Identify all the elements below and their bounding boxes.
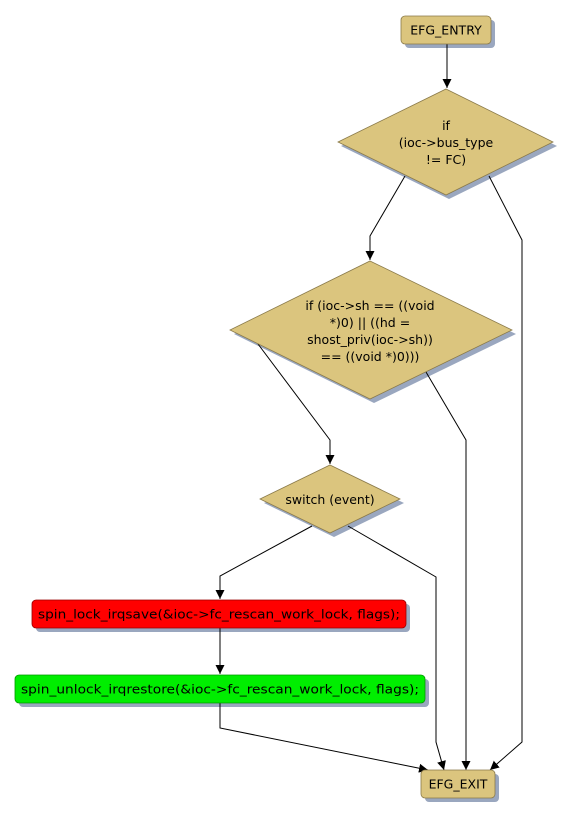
edges: [215, 44, 523, 773]
node-switch-label: switch (event): [285, 492, 374, 507]
node-cond1: if (ioc->bus_type != FC): [337, 88, 554, 196]
node-unlock-box: [14, 674, 426, 704]
node-cond1-line-1: (ioc->bus_type: [399, 135, 494, 150]
node-lock-label: spin_lock_irqsave(&ioc->fc_rescan_work_l…: [38, 607, 400, 622]
node-cond2-line-2: shost_priv(ioc->sh)): [307, 332, 433, 347]
node-exit: EFG_EXIT: [420, 769, 496, 799]
edge-cond1-to-exit: [488, 175, 523, 771]
edge-cond1-to-cond2: [365, 175, 406, 260]
edge-unlock-to-exit: [219, 702, 429, 773]
node-cond1-line-0: if: [442, 118, 450, 133]
node-unlock-label: spin_unlock_irqrestore(&ioc->fc_rescan_w…: [21, 682, 419, 697]
node-unlock: spin_unlock_irqrestore(&ioc->fc_rescan_w…: [14, 674, 426, 704]
node-cond2-line-3: == ((void *)0))): [321, 349, 420, 364]
node-switch: switch (event): [259, 464, 401, 534]
node-entry-box: [400, 15, 492, 45]
node-exit-box: [420, 769, 496, 799]
edge-cond2-to-exit: [425, 371, 471, 770]
node-cond2: if (ioc->sh == ((void *)0) || ((hd = sho…: [229, 260, 513, 400]
node-cond1-line-2: != FC): [426, 152, 466, 167]
node-cond1-diamond: [337, 88, 554, 196]
node-cond2-line-1: *)0) || ((hd =: [330, 315, 410, 330]
node-cond2-diamond: [229, 260, 513, 400]
node-entry: EFG_ENTRY: [400, 15, 492, 45]
node-lock-box: [31, 599, 407, 629]
node-lock: spin_lock_irqsave(&ioc->fc_rescan_work_l…: [31, 599, 407, 629]
node-exit-label: EFG_EXIT: [429, 777, 488, 792]
node-entry-label: EFG_ENTRY: [410, 23, 482, 38]
edge-cond2-to-switch: [257, 343, 335, 464]
edge-switch-to-lock: [215, 525, 313, 599]
node-switch-diamond: [259, 464, 401, 534]
node-cond2-line-0: if (ioc->sh == ((void: [305, 298, 434, 313]
edge-switch-to-exit: [347, 525, 446, 771]
